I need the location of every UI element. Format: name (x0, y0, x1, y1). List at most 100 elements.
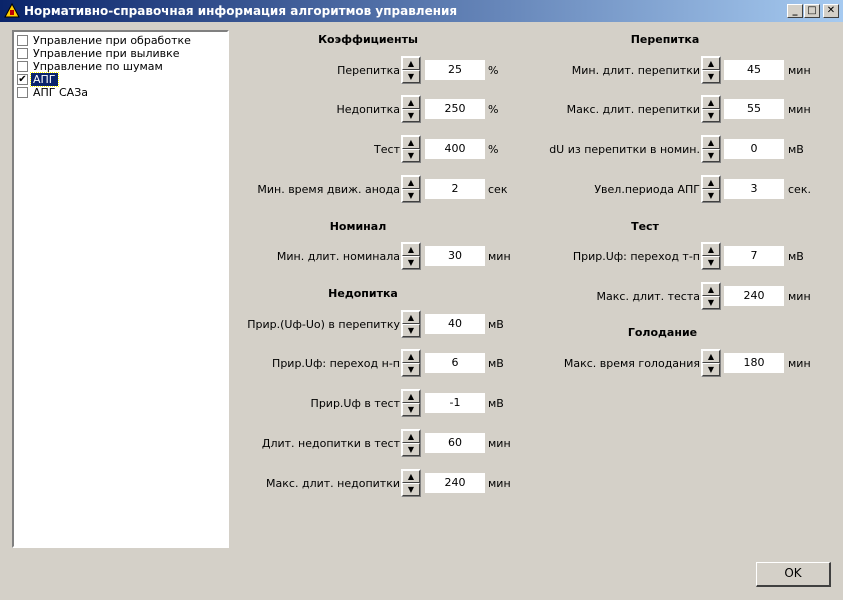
spin-down-icon[interactable]: ▼ (702, 296, 720, 309)
spinner[interactable]: ▲▼ (701, 282, 721, 310)
list-item[interactable]: АПГ САЗа (14, 86, 227, 99)
value-field[interactable]: 250 (425, 99, 485, 119)
list-item[interactable]: Управление при выливке (14, 47, 227, 60)
value-field[interactable]: 45 (724, 60, 784, 80)
spin-down-icon[interactable]: ▼ (402, 189, 420, 202)
section-title-test: Тест (631, 220, 659, 233)
spin-down-icon[interactable]: ▼ (402, 324, 420, 337)
spinner[interactable]: ▲▼ (401, 56, 421, 84)
spin-up-icon[interactable]: ▲ (402, 390, 420, 403)
spin-down-icon[interactable]: ▼ (702, 149, 720, 162)
spinner[interactable]: ▲▼ (701, 242, 721, 270)
spin-up-icon[interactable]: ▲ (402, 57, 420, 70)
spin-down-icon[interactable]: ▼ (702, 189, 720, 202)
spin-up-icon[interactable]: ▲ (702, 57, 720, 70)
value-field[interactable]: 400 (425, 139, 485, 159)
spinner[interactable]: ▲▼ (401, 242, 421, 270)
unit-label: % (488, 143, 499, 156)
section-title-coeffs: Коэффициенты (318, 33, 418, 46)
spin-down-icon[interactable]: ▼ (402, 363, 420, 376)
value-field[interactable]: 2 (425, 179, 485, 199)
spinner[interactable]: ▲▼ (401, 469, 421, 497)
value-field[interactable]: 0 (724, 139, 784, 159)
spin-up-icon[interactable]: ▲ (402, 350, 420, 363)
spinner[interactable]: ▲▼ (701, 135, 721, 163)
spin-down-icon[interactable]: ▼ (402, 149, 420, 162)
spin-down-icon[interactable]: ▼ (702, 363, 720, 376)
value-field[interactable]: 3 (724, 179, 784, 199)
value-field[interactable]: 240 (425, 473, 485, 493)
value-field[interactable]: 55 (724, 99, 784, 119)
spin-up-icon[interactable]: ▲ (702, 176, 720, 189)
spinner[interactable]: ▲▼ (401, 349, 421, 377)
ok-button[interactable]: OK (756, 562, 831, 587)
field-label: Макс. длит. недопитки (266, 477, 400, 490)
spin-down-icon[interactable]: ▼ (402, 443, 420, 456)
list-item[interactable]: Управление при обработке (14, 34, 227, 47)
value-field[interactable]: -1 (425, 393, 485, 413)
spinner[interactable]: ▲▼ (401, 135, 421, 163)
value-field[interactable]: 7 (724, 246, 784, 266)
field-label: Увел.периода АПГ (594, 183, 700, 196)
checkbox[interactable] (17, 48, 28, 59)
field-label: Прир.Uф: переход т-п (572, 250, 700, 263)
spin-up-icon[interactable]: ▲ (702, 136, 720, 149)
value-field[interactable]: 40 (425, 314, 485, 334)
unit-label: мин (488, 437, 511, 450)
checkbox-checked[interactable]: ✔ (17, 74, 28, 85)
spin-down-icon[interactable]: ▼ (402, 483, 420, 496)
list-item-label: Управление при выливке (33, 47, 180, 60)
spin-up-icon[interactable]: ▲ (702, 243, 720, 256)
value-field[interactable]: 6 (425, 353, 485, 373)
value-field[interactable]: 180 (724, 353, 784, 373)
checkbox[interactable] (17, 61, 28, 72)
spin-up-icon[interactable]: ▲ (702, 96, 720, 109)
checkbox[interactable] (17, 35, 28, 46)
maximize-button[interactable]: □ (804, 4, 820, 18)
spinner[interactable]: ▲▼ (701, 56, 721, 84)
spinner[interactable]: ▲▼ (701, 349, 721, 377)
spinner[interactable]: ▲▼ (401, 389, 421, 417)
spin-down-icon[interactable]: ▼ (702, 109, 720, 122)
value-field[interactable]: 30 (425, 246, 485, 266)
spin-up-icon[interactable]: ▲ (402, 136, 420, 149)
close-button[interactable]: ✕ (823, 4, 839, 18)
unit-label: мВ (488, 397, 504, 410)
spin-up-icon[interactable]: ▲ (402, 176, 420, 189)
spin-up-icon[interactable]: ▲ (402, 311, 420, 324)
spin-up-icon[interactable]: ▲ (402, 243, 420, 256)
field-label: Прир.Uф: переход н-п (272, 357, 400, 370)
list-item[interactable]: ✔ АПГ (14, 72, 227, 87)
value-field[interactable]: 25 (425, 60, 485, 80)
spin-up-icon[interactable]: ▲ (402, 430, 420, 443)
spin-down-icon[interactable]: ▼ (402, 109, 420, 122)
value-field[interactable]: 240 (724, 286, 784, 306)
checkbox[interactable] (17, 87, 28, 98)
unit-label: мВ (488, 318, 504, 331)
unit-label: мВ (788, 143, 804, 156)
algorithm-list[interactable]: Управление при обработке Управление при … (12, 30, 229, 548)
spin-up-icon[interactable]: ▲ (702, 350, 720, 363)
spin-down-icon[interactable]: ▼ (702, 256, 720, 269)
spinner[interactable]: ▲▼ (401, 310, 421, 338)
spinner[interactable]: ▲▼ (401, 95, 421, 123)
minimize-button[interactable]: _ (787, 4, 803, 18)
spinner[interactable]: ▲▼ (401, 429, 421, 457)
value-field[interactable]: 60 (425, 433, 485, 453)
field-label: Прир.Uф в тест (310, 397, 400, 410)
list-item[interactable]: Управление по шумам (14, 60, 227, 73)
spinner[interactable]: ▲▼ (401, 175, 421, 203)
field-label: Длит. недопитки в тест (261, 437, 400, 450)
spin-down-icon[interactable]: ▼ (702, 70, 720, 83)
window-title: Нормативно-справочная информация алгорит… (24, 4, 458, 18)
section-title-nedopitka: Недопитка (328, 287, 398, 300)
spin-down-icon[interactable]: ▼ (402, 256, 420, 269)
spin-up-icon[interactable]: ▲ (402, 470, 420, 483)
spinner[interactable]: ▲▼ (701, 95, 721, 123)
field-label: Мин. длит. перепитки (571, 64, 700, 77)
spinner[interactable]: ▲▼ (701, 175, 721, 203)
spin-down-icon[interactable]: ▼ (402, 403, 420, 416)
spin-up-icon[interactable]: ▲ (702, 283, 720, 296)
spin-down-icon[interactable]: ▼ (402, 70, 420, 83)
spin-up-icon[interactable]: ▲ (402, 96, 420, 109)
